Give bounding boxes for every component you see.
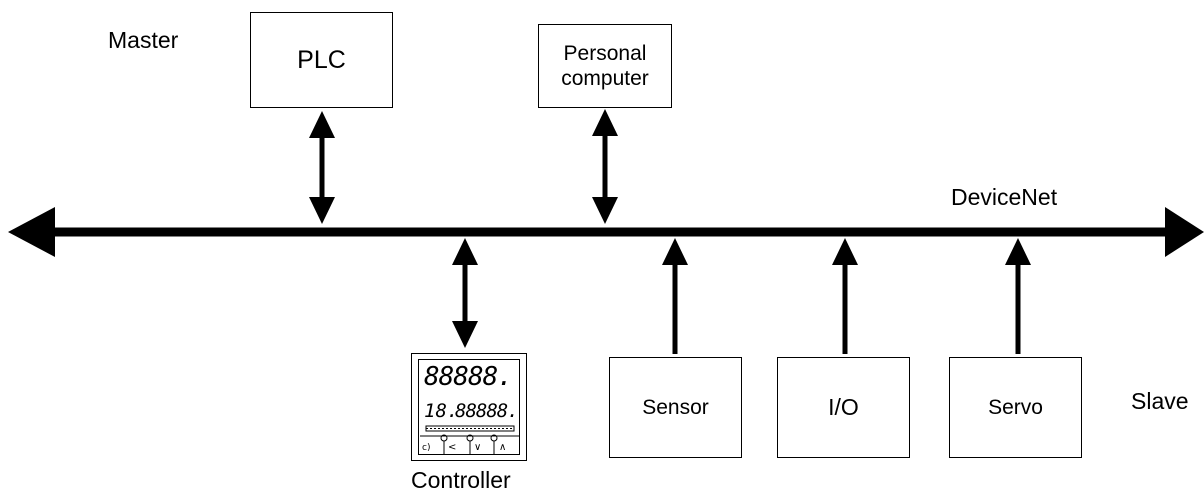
bus-left-arrowhead: [8, 207, 55, 257]
io-label: I/O: [828, 393, 859, 420]
svg-text:∨: ∨: [474, 442, 481, 453]
controller-link-arrow: [452, 238, 478, 348]
controller-device: 88888. 18. 88888. c) < ∨ ∧: [411, 353, 527, 461]
devicenet-bus: [8, 207, 1204, 257]
sensor-label: Sensor: [642, 395, 709, 419]
controller-top-readout: 88888.: [424, 362, 513, 392]
personal-computer-box: Personal computer: [538, 24, 672, 108]
servo-box: Servo: [949, 357, 1082, 458]
svg-text:∧: ∧: [499, 442, 506, 453]
servo-label: Servo: [988, 395, 1043, 419]
bus-right-arrowhead: [1165, 207, 1204, 257]
io-link-arrow: [832, 238, 858, 354]
controller-bottom-prefix: 18.: [424, 400, 459, 422]
controller-bar-indicator: [425, 425, 515, 432]
servo-link-arrow: [1005, 238, 1031, 354]
controller-keys: c) < ∨ ∧: [420, 425, 520, 454]
devicenet-label: DeviceNet: [951, 184, 1058, 210]
svg-text:<: <: [448, 442, 456, 453]
sensor-box: Sensor: [609, 357, 742, 458]
plc-label: PLC: [297, 46, 346, 74]
personal-computer-label-line2: computer: [561, 67, 649, 90]
slave-label: Slave: [1131, 388, 1189, 414]
svg-text:c): c): [422, 443, 430, 453]
plc-box: PLC: [250, 12, 393, 108]
sensor-link-arrow: [662, 238, 688, 354]
controller-display-frame: [418, 359, 520, 455]
personal-computer-label-line1: Personal: [563, 41, 647, 65]
io-box: I/O: [777, 357, 910, 458]
pc-link-arrow: [592, 109, 618, 224]
controller-label: Controller: [411, 467, 511, 493]
plc-link-arrow: [309, 111, 335, 224]
master-label: Master: [108, 27, 179, 53]
controller-bottom-readout: 88888.: [455, 400, 519, 422]
controller-key-row: c) < ∨ ∧: [422, 434, 506, 454]
